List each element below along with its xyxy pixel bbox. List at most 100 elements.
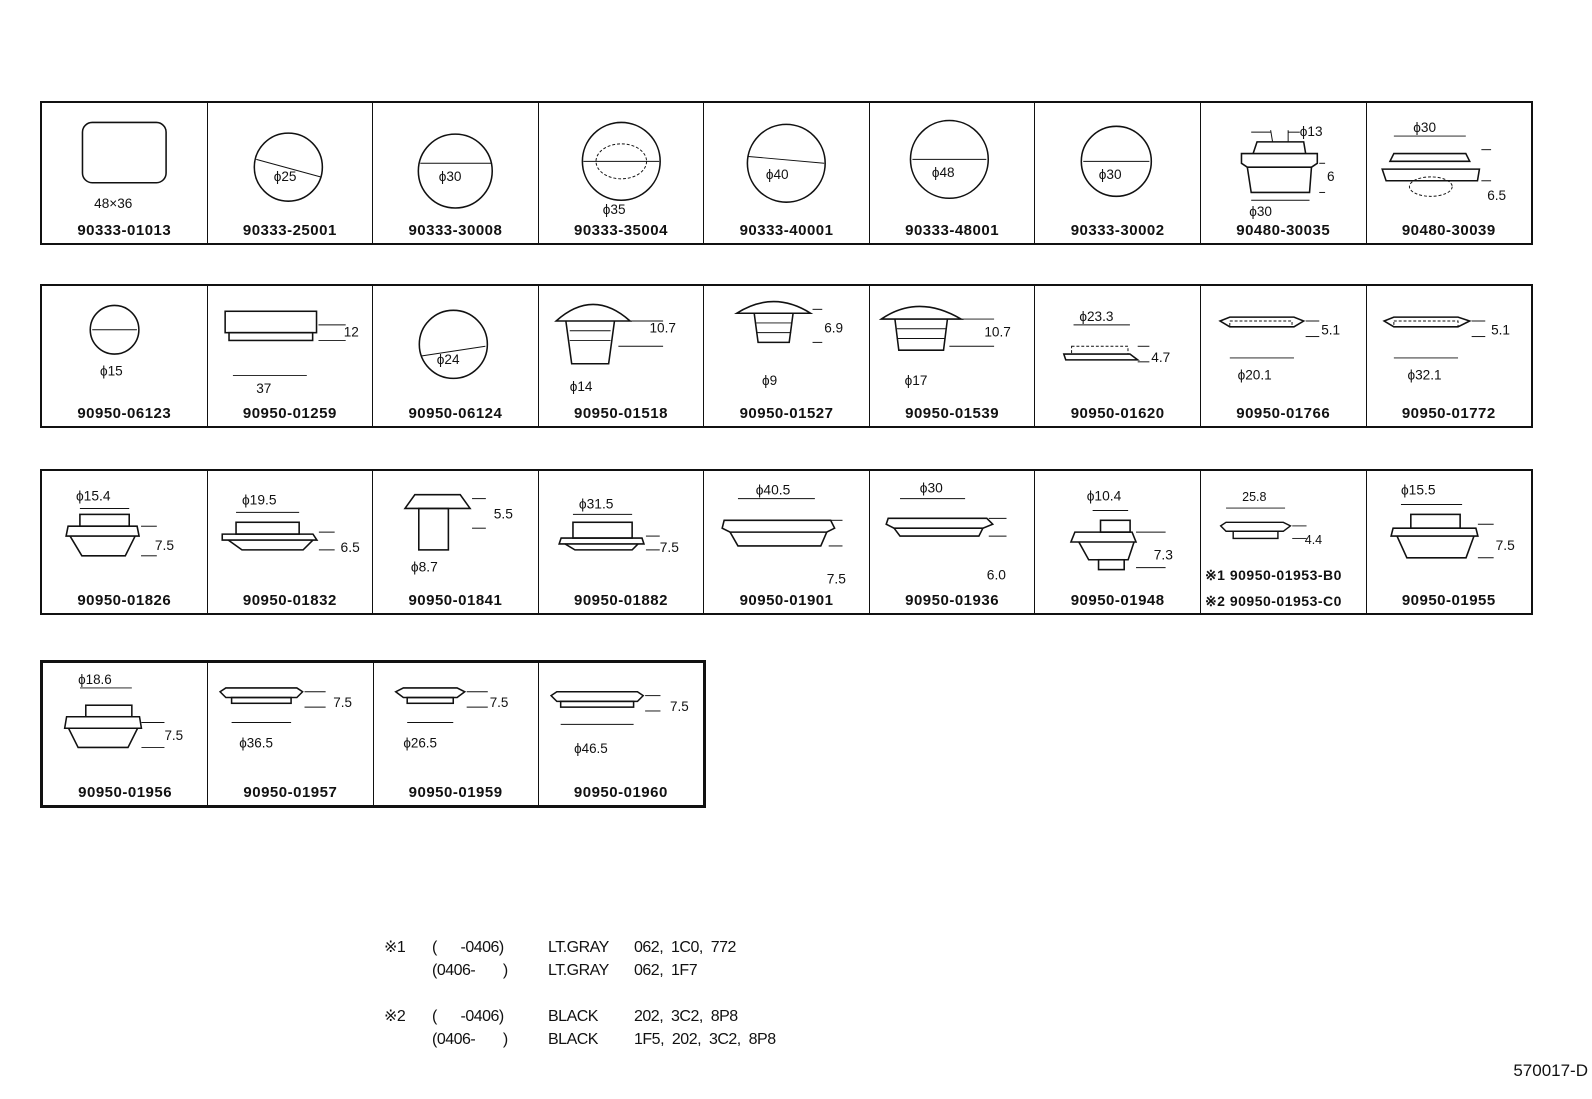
dim-label: 7.5 — [1495, 538, 1515, 553]
part-number: 90950-01766 — [1236, 405, 1331, 422]
dim-label: ϕ48 — [932, 165, 955, 180]
dim-label: 10.7 — [984, 325, 1010, 340]
part-cell[interactable]: ϕ15.5 7.5 90950-01955 — [1367, 471, 1532, 613]
part-cell[interactable]: 5.1 ϕ32.1 90950-01772 — [1367, 286, 1532, 426]
dim-label: ϕ25 — [273, 169, 296, 184]
part-number: 90333-40001 — [739, 222, 834, 239]
part-cell[interactable]: ϕ24 90950-06124 — [373, 286, 539, 426]
dim-label: 10.7 — [649, 321, 676, 336]
part-cell[interactable]: ϕ30 90333-30008 — [373, 103, 539, 243]
part-cell[interactable]: 48×36 90333-01013 — [42, 103, 208, 243]
part-cell[interactable]: ϕ48 90333-48001 — [870, 103, 1036, 243]
note-codes: 202, 3C2, 8P8 — [634, 1008, 738, 1025]
part-number: 90950-01772 — [1401, 405, 1496, 422]
round-plug-drawing: ϕ25 — [253, 132, 323, 202]
part-cell[interactable]: ϕ30 90333-30002 — [1035, 103, 1201, 243]
part-number: 90950-01539 — [905, 405, 1000, 422]
dim-label: ϕ20.1 — [1238, 367, 1272, 382]
dim-label: 5.1 — [1321, 323, 1340, 338]
part-number: ※1 90950-01953-B0 — [1204, 567, 1342, 583]
part-number: 90333-30002 — [1070, 222, 1165, 239]
part-number: 90950-01959 — [408, 784, 503, 801]
part-number: 90950-01957 — [243, 784, 338, 801]
dim-label: ϕ35 — [602, 202, 625, 217]
dim-label: ϕ30 — [920, 481, 943, 496]
part-cell[interactable]: 7.5 ϕ46.5 90950-01960 — [539, 663, 703, 805]
part-number: 90333-48001 — [905, 222, 1000, 239]
part-cell[interactable]: ϕ35 90333-35004 — [539, 103, 705, 243]
part-cell[interactable]: ϕ40.5 7.5 90950-01901 — [704, 471, 870, 613]
dim-label: ϕ13 — [1300, 124, 1323, 139]
note-range: ( -0406) — [432, 1008, 504, 1025]
note-range: (0406- ) — [432, 1031, 508, 1048]
flat-plug-drawing: 25.8 4.4 — [1219, 490, 1322, 547]
dim-label: ϕ30 — [1413, 120, 1436, 135]
dim-label: ϕ30 — [439, 169, 462, 184]
dim-label: ϕ19.5 — [242, 493, 277, 508]
part-cell[interactable]: 10.7 ϕ17 90950-01539 — [870, 286, 1036, 426]
flat-plug-drawing: ϕ23.3 4.7 — [1063, 309, 1171, 365]
part-cell[interactable]: ϕ30 6.0 90950-01936 — [870, 471, 1036, 613]
dim-label: 6.5 — [340, 540, 360, 555]
dim-label: 7.3 — [1154, 548, 1174, 563]
part-cell[interactable]: 12 37 90950-01259 — [208, 286, 374, 426]
part-number: 90950-01518 — [574, 405, 668, 422]
dim-label: ϕ9 — [762, 373, 777, 388]
part-number: 90480-30035 — [1236, 222, 1331, 239]
dim-label: 6 — [1327, 169, 1335, 184]
part-cell[interactable]: ϕ23.3 4.7 90950-01620 — [1035, 286, 1201, 426]
part-number: 90950-01826 — [77, 592, 172, 609]
part-cell[interactable]: ϕ31.5 7.5 90950-01882 — [539, 471, 705, 613]
part-cell[interactable]: ϕ30 6.5 90480-30039 — [1367, 103, 1532, 243]
note-color: BLACK — [548, 1008, 598, 1025]
round-plug-drawing: ϕ35 — [581, 121, 661, 217]
part-number: 90950-01956 — [78, 784, 173, 801]
part-number: 90950-01259 — [242, 405, 337, 422]
part-cell[interactable]: ϕ25 90333-25001 — [208, 103, 374, 243]
part-number: 90950-01841 — [408, 592, 503, 609]
part-cell[interactable]: 7.5 ϕ36.5 90950-01957 — [208, 663, 374, 805]
dim-label: ϕ30 — [1249, 204, 1272, 219]
dim-label: ϕ31.5 — [579, 496, 614, 511]
round-plug-drawing: ϕ40 — [746, 123, 827, 203]
dim-label: ϕ26.5 — [403, 735, 437, 750]
dim-label: 7.5 — [334, 695, 353, 710]
dim-label: 6.9 — [824, 321, 843, 336]
dim-label: ϕ15.5 — [1400, 483, 1435, 498]
part-cell[interactable]: 7.5 ϕ26.5 90950-01959 — [374, 663, 539, 805]
part-number: 90950-01955 — [1401, 592, 1496, 609]
part-cell[interactable]: 10.7 ϕ14 90950-01518 — [539, 286, 705, 426]
part-cell[interactable]: ϕ13 6 ϕ30 90480-30035 — [1201, 103, 1367, 243]
part-number: 90480-30039 — [1401, 222, 1496, 239]
part-number: 90950-01936 — [905, 592, 1000, 609]
note-line: (0406- ) BLACK 1F5, 202, 3C2, 8P8 — [384, 1028, 776, 1051]
dim-label: ϕ8.7 — [411, 560, 438, 575]
dim-label: 6.0 — [987, 567, 1007, 582]
rect-plug-drawing: 48×36 — [81, 121, 167, 211]
dim-label: ϕ24 — [437, 352, 460, 367]
flat-plug-drawing: 5.1 ϕ20.1 — [1218, 316, 1340, 382]
note-line: (0406- ) LT.GRAY 062, 1F7 — [384, 959, 776, 982]
part-number: 90950-06124 — [408, 405, 503, 422]
part-cell[interactable]: ϕ40 90333-40001 — [704, 103, 870, 243]
part-cell[interactable]: 5.5 ϕ8.7 90950-01841 — [373, 471, 539, 613]
part-cell[interactable]: ϕ15 90950-06123 — [42, 286, 208, 426]
part-cell[interactable]: ϕ18.6 7.5 90950-01956 — [43, 663, 209, 805]
dim-label: 25.8 — [1242, 490, 1266, 504]
part-number: 90333-30008 — [408, 222, 503, 239]
dim-label: 7.5 — [659, 540, 679, 555]
part-cell[interactable]: ϕ19.5 6.5 90950-01832 — [208, 471, 374, 613]
part-cell[interactable]: ϕ10.4 7.3 90950-01948 — [1035, 471, 1201, 613]
part-cell[interactable]: 6.9 ϕ9 90950-01527 — [704, 286, 870, 426]
parts-row-2: ϕ15 90950-06123 12 37 90950-01259 ϕ24 90… — [40, 284, 1533, 428]
part-cell[interactable]: 5.1 ϕ20.1 90950-01766 — [1201, 286, 1367, 426]
dim-label: ϕ14 — [569, 379, 592, 394]
round-plug-drawing: ϕ15 — [89, 304, 140, 378]
part-cell[interactable]: 25.8 4.4 ※1 90950-01953-B0 ※2 90950-0195… — [1201, 471, 1367, 613]
part-cell[interactable]: ϕ15.4 7.5 90950-01826 — [42, 471, 208, 613]
dim-label: 48×36 — [94, 196, 132, 211]
sleeve-plug-drawing: 12 37 — [223, 310, 358, 396]
dim-label: ϕ32.1 — [1407, 367, 1441, 382]
parts-row-1: 48×36 90333-01013 ϕ25 90333-25001 ϕ30 90… — [40, 101, 1533, 245]
part-number: 90950-01620 — [1070, 405, 1165, 422]
